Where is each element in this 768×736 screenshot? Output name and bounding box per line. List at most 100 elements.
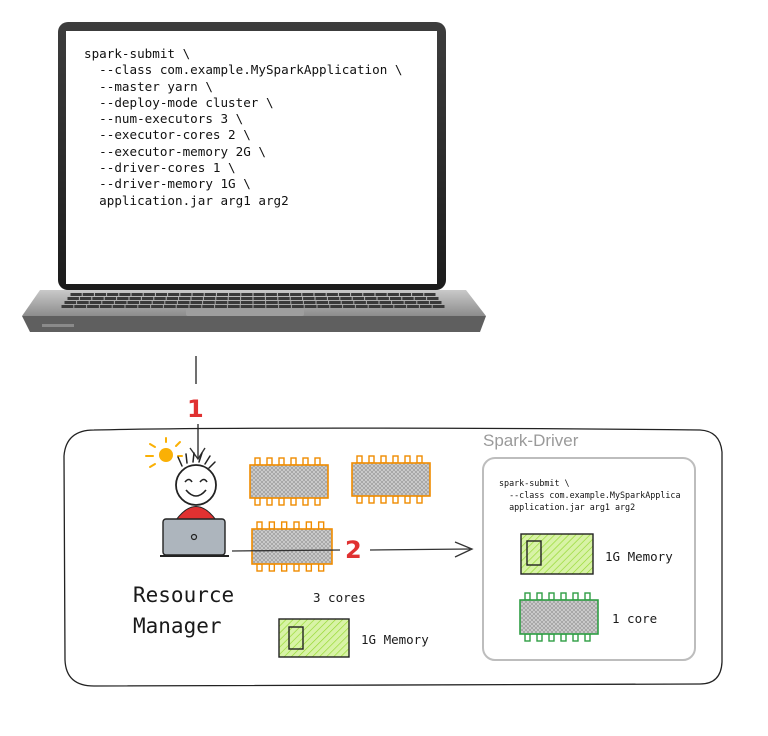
rm-cpu-chip-icon xyxy=(351,455,431,504)
keyboard-key xyxy=(125,305,138,308)
driver-memory-label: 1G Memory xyxy=(605,549,673,564)
keyboard-keys xyxy=(61,293,445,308)
chip-pin xyxy=(280,563,288,572)
developer-icon xyxy=(160,452,229,557)
chip-pin xyxy=(548,633,555,642)
step-2-arrow xyxy=(231,541,474,558)
chip-pin xyxy=(548,592,555,601)
keyboard-key xyxy=(168,293,180,296)
keyboard-key xyxy=(429,301,442,304)
chip-pin xyxy=(302,457,309,466)
keyboard-key xyxy=(89,301,102,304)
keyboard-key xyxy=(87,305,99,308)
chip-pin xyxy=(305,521,313,530)
keyboard-key xyxy=(279,305,291,308)
keyboard-key xyxy=(240,301,253,304)
resource-manager-label-line2: Manager xyxy=(133,614,222,638)
chip-pin xyxy=(290,457,297,466)
chip-pin xyxy=(254,497,261,506)
keyboard-key xyxy=(140,301,152,304)
keyboard-key xyxy=(417,301,429,304)
keyboard-key xyxy=(82,293,94,296)
keyboard-key xyxy=(154,297,166,300)
keyboard-key xyxy=(392,301,404,304)
chip-pin xyxy=(404,455,411,464)
keyboard-key xyxy=(329,301,341,304)
cpu-chips xyxy=(249,455,599,642)
keyboard-key xyxy=(104,297,117,300)
chip-pin xyxy=(268,563,276,572)
keyboard-key xyxy=(351,293,363,296)
keyboard-key xyxy=(407,305,419,308)
keyboard-key xyxy=(204,293,216,296)
keyboard-key xyxy=(352,297,365,300)
keyboard-key xyxy=(119,293,131,296)
keyboard-key xyxy=(151,305,163,308)
keyboard-key xyxy=(61,305,74,308)
keyboard-key xyxy=(191,297,203,300)
keyboard-key xyxy=(290,293,302,296)
chip-pin xyxy=(536,633,543,642)
keyboard-key xyxy=(127,301,140,304)
chip-pin xyxy=(256,563,263,572)
chip-pin xyxy=(368,495,375,504)
keyboard-key xyxy=(253,297,265,300)
rm-cpu-chip-icon xyxy=(251,521,333,572)
keyboard-key xyxy=(179,297,191,300)
driver-core-label: 1 core xyxy=(612,611,658,626)
chip-pin xyxy=(356,495,363,504)
keyboard-key xyxy=(304,305,317,308)
chip-pin xyxy=(572,633,579,642)
keyboard-key xyxy=(404,301,417,304)
keyboard-key xyxy=(315,297,327,300)
keyboard-key xyxy=(432,305,445,308)
keyboard-key xyxy=(343,305,355,308)
step-1-label: 1 xyxy=(187,395,204,423)
keyboard-key xyxy=(387,293,399,296)
keyboard-key xyxy=(117,297,129,300)
laptop-trackpad xyxy=(186,308,304,316)
laptop-base xyxy=(22,316,486,332)
keyboard-key xyxy=(189,305,202,308)
keyboard-key xyxy=(278,297,290,300)
keyboard-key xyxy=(253,293,265,296)
keyboard-key xyxy=(99,305,112,308)
chip-pin xyxy=(380,455,387,464)
keyboard-key xyxy=(112,305,125,308)
keyboard-key xyxy=(424,293,436,296)
keyboard-key xyxy=(131,293,143,296)
keyboard-key xyxy=(192,293,204,296)
chip-pin xyxy=(416,455,423,464)
keyboard-key xyxy=(317,305,330,308)
keyboard-key xyxy=(203,301,215,304)
chip-pin xyxy=(368,455,375,464)
chip-pin xyxy=(584,633,591,642)
keyboard-key xyxy=(379,301,392,304)
chip-pin xyxy=(317,563,325,572)
driver-memory-module-icon xyxy=(520,533,594,575)
keyboard-key xyxy=(330,305,343,308)
chip-pin xyxy=(278,497,285,506)
keyboard-key xyxy=(389,297,402,300)
rm-cores-label: 3 cores xyxy=(313,590,366,605)
chip-pin xyxy=(524,592,531,601)
keyboard-key xyxy=(278,301,291,304)
keyboard-key xyxy=(138,305,151,308)
keyboard-key xyxy=(92,297,104,300)
keyboard-key xyxy=(291,301,303,304)
keyboard-key xyxy=(77,301,89,304)
keyboard-key xyxy=(291,305,304,308)
keyboard-key xyxy=(366,301,379,304)
keyboard-key xyxy=(265,293,277,296)
keyboard-key xyxy=(166,297,179,300)
spark-driver-box xyxy=(482,457,696,661)
keyboard-key xyxy=(180,293,192,296)
chip-pin xyxy=(256,521,263,530)
keyboard-key xyxy=(129,297,141,300)
driver-cpu-chip-icon xyxy=(519,592,599,642)
keyboard-key xyxy=(228,301,240,304)
chip-pin xyxy=(293,521,300,530)
chip-pin xyxy=(524,633,531,642)
right-eye xyxy=(199,478,208,483)
